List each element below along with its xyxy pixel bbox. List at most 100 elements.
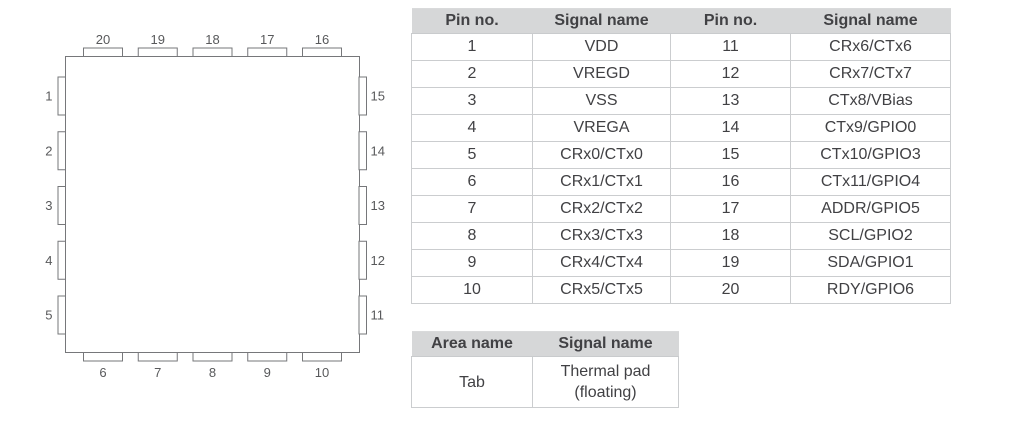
pin-number-label: 18 [205, 32, 219, 47]
table-cell: 9 [411, 249, 533, 277]
pin-lead [358, 186, 367, 225]
table-cell: 15 [670, 141, 791, 169]
table-cell: 14 [670, 114, 791, 142]
pin-lead [57, 240, 66, 280]
table-cell: CRx6/CTx6 [790, 33, 951, 61]
table-cell: 17 [670, 195, 791, 223]
column-header: Pin no. [411, 8, 533, 34]
pin-number-label: 1 [45, 89, 52, 104]
pin-lead [247, 352, 288, 362]
table-cell: CRx4/CTx4 [532, 249, 671, 277]
pin-number-label: 20 [96, 32, 110, 47]
pin-lead [358, 131, 367, 171]
pin-lead [358, 295, 367, 335]
table-cell: 13 [670, 87, 791, 115]
pin-number-label: 3 [45, 198, 52, 213]
pin-lead [57, 295, 66, 335]
pin-lead [57, 131, 66, 171]
column-header: Signal name [790, 8, 951, 34]
table-cell: SCL/GPIO2 [790, 222, 951, 250]
pin-lead [247, 47, 288, 57]
pin-lead [302, 47, 342, 57]
pin-lead [83, 352, 123, 362]
pin-number-label: 8 [209, 365, 216, 380]
pin-lead [358, 76, 367, 116]
pin-lead [192, 47, 233, 57]
pin-lead [192, 352, 233, 362]
pin-lead [137, 47, 178, 57]
table-cell: 3 [411, 87, 533, 115]
table-cell: Thermal pad (floating) [532, 356, 679, 408]
pin-number-label: 11 [371, 308, 385, 323]
pin-lead [358, 240, 367, 280]
pin-lead [57, 186, 66, 225]
pin-number-label: 4 [45, 253, 52, 268]
column-header: Pin no. [670, 8, 791, 34]
table-cell: 16 [670, 168, 791, 196]
pin-number-label: 7 [154, 365, 161, 380]
table-cell: CRx5/CTx5 [532, 276, 671, 304]
pin-lead [57, 76, 66, 116]
pin-number-label: 17 [260, 32, 274, 47]
table-cell: CRx2/CTx2 [532, 195, 671, 223]
table-cell: 7 [411, 195, 533, 223]
table-cell: 18 [670, 222, 791, 250]
pin-number-label: 16 [315, 32, 329, 47]
pin-number-label: 10 [315, 365, 329, 380]
table-cell: CTx11/GPIO4 [790, 168, 951, 196]
column-header: Signal name [532, 331, 679, 357]
table-cell: 5 [411, 141, 533, 169]
pin-lead [83, 47, 123, 57]
table-cell: CRx1/CTx1 [532, 168, 671, 196]
table-cell: SDA/GPIO1 [790, 249, 951, 277]
pin-number-label: 5 [45, 308, 52, 323]
table-cell: CTx9/GPIO0 [790, 114, 951, 142]
table-cell: CRx7/CTx7 [790, 60, 951, 88]
pin-number-label: 14 [371, 143, 385, 158]
table-cell: 11 [670, 33, 791, 61]
table-cell: 2 [411, 60, 533, 88]
table-cell: VREGD [532, 60, 671, 88]
table-cell: 20 [670, 276, 791, 304]
table-cell: 19 [670, 249, 791, 277]
table-cell: RDY/GPIO6 [790, 276, 951, 304]
pin-number-label: 15 [371, 89, 385, 104]
table-cell: CTx10/GPIO3 [790, 141, 951, 169]
pin-lead [302, 352, 342, 362]
table-cell: 4 [411, 114, 533, 142]
pin-number-label: 6 [99, 365, 106, 380]
pin-number-label: 12 [371, 253, 385, 268]
table-cell: ADDR/GPIO5 [790, 195, 951, 223]
table-cell: VREGA [532, 114, 671, 142]
table-cell: CRx3/CTx3 [532, 222, 671, 250]
table-cell: CRx0/CTx0 [532, 141, 671, 169]
table-cell: 10 [411, 276, 533, 304]
table-cell: 1 [411, 33, 533, 61]
pin-number-label: 2 [45, 143, 52, 158]
pin-lead [137, 352, 178, 362]
table-cell: 12 [670, 60, 791, 88]
table-cell: 6 [411, 168, 533, 196]
pin-number-label: 19 [151, 32, 165, 47]
pin-number-label: 9 [264, 365, 271, 380]
column-header: Area name [411, 331, 533, 357]
table-cell: 8 [411, 222, 533, 250]
table-cell: CTx8/VBias [790, 87, 951, 115]
